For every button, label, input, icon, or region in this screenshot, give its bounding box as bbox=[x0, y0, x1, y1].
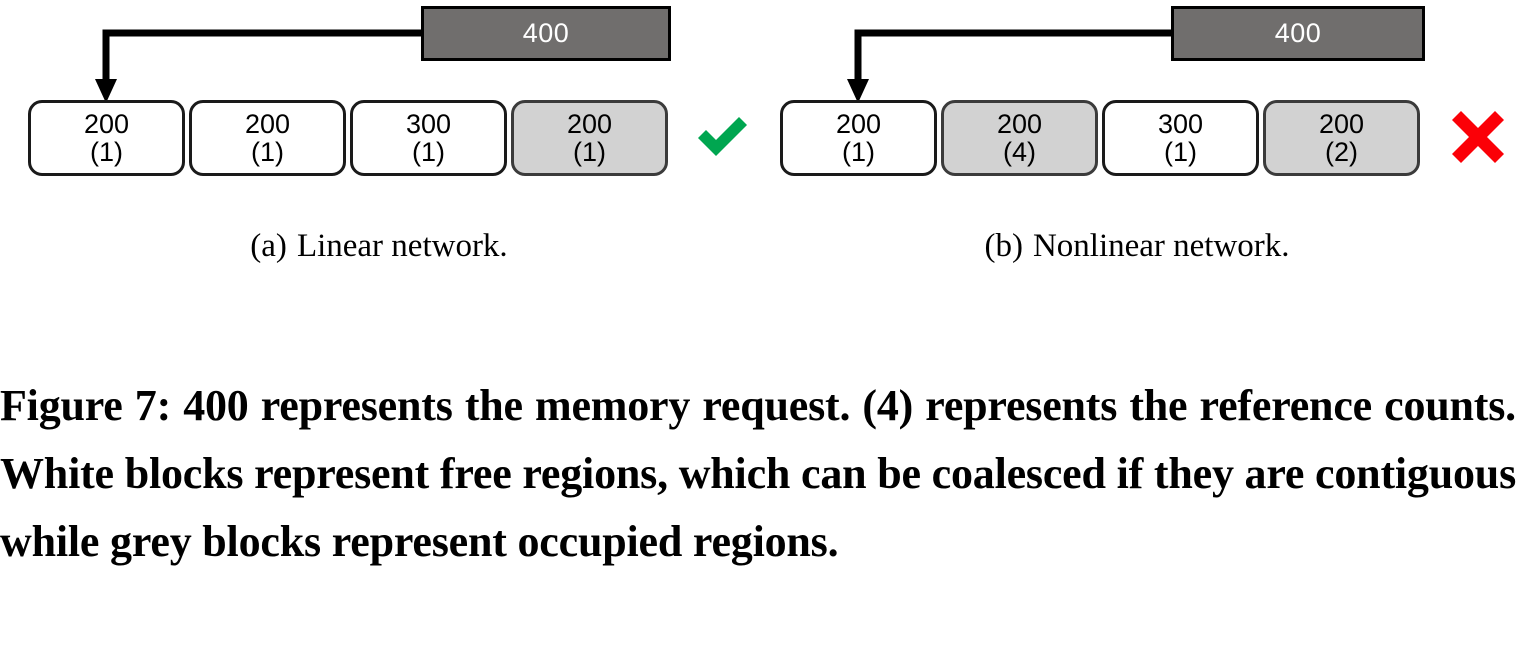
memory-block-refcount: (1) bbox=[412, 137, 445, 167]
memory-block[interactable]: 200 (1) bbox=[780, 100, 937, 176]
memory-block-size: 200 bbox=[1318, 108, 1365, 139]
figure-illustration: 400 200 (1) 200 (1) 300 (1) 200 (1) bbox=[0, 0, 1516, 290]
memory-block-refcount: (1) bbox=[842, 137, 875, 167]
memory-block-size: 200 bbox=[244, 108, 291, 139]
memory-block-size: 300 bbox=[405, 108, 452, 139]
subcaption-text: Nonlinear network. bbox=[1032, 228, 1290, 264]
memory-block-row: 200 (1) 200 (4) 300 (1) 200 (2) bbox=[780, 100, 1420, 176]
figure-caption: Figure 7: 400 represents the memory requ… bbox=[0, 381, 1516, 566]
memory-block-refcount: (1) bbox=[1164, 137, 1197, 167]
memory-block-row: 200 (1) 200 (1) 300 (1) 200 (1) bbox=[28, 100, 668, 176]
memory-request-box: 400 bbox=[1171, 6, 1425, 61]
memory-block-refcount: (1) bbox=[573, 137, 606, 167]
subcaption-text: Linear network. bbox=[296, 228, 508, 264]
memory-block[interactable]: 200 (2) bbox=[1263, 100, 1420, 176]
memory-block-size: 200 bbox=[996, 108, 1043, 139]
memory-block[interactable]: 300 (1) bbox=[1102, 100, 1259, 176]
memory-block-size: 200 bbox=[566, 108, 613, 139]
subcaption-tag: (a) bbox=[250, 228, 287, 264]
memory-block[interactable]: 300 (1) bbox=[350, 100, 507, 176]
memory-block-refcount: (4) bbox=[1003, 137, 1036, 167]
memory-request-label: 400 bbox=[522, 18, 570, 48]
memory-request-label: 400 bbox=[1274, 18, 1322, 48]
memory-block-refcount: (2) bbox=[1325, 137, 1358, 167]
memory-request-box: 400 bbox=[421, 6, 671, 61]
panel-nonlinear-network: 400 200 (1) 200 (4) 300 (1) 200 (2) bbox=[758, 0, 1516, 290]
cross-icon bbox=[1452, 111, 1504, 163]
checkmark-icon bbox=[698, 117, 747, 156]
memory-block-refcount: (1) bbox=[90, 137, 123, 167]
subcaption-tag: (b) bbox=[984, 228, 1023, 264]
memory-block-size: 200 bbox=[835, 108, 882, 139]
panel-linear-network: 400 200 (1) 200 (1) 300 (1) 200 (1) bbox=[0, 0, 758, 290]
memory-block[interactable]: 200 (1) bbox=[511, 100, 668, 176]
memory-block[interactable]: 200 (1) bbox=[28, 100, 185, 176]
memory-block[interactable]: 200 (1) bbox=[189, 100, 346, 176]
memory-block-size: 200 bbox=[83, 108, 130, 139]
memory-block-size: 300 bbox=[1157, 108, 1204, 139]
memory-block-refcount: (1) bbox=[251, 137, 284, 167]
subcaption-nonlinear: (b)Nonlinear network. bbox=[758, 228, 1516, 265]
subcaption-linear: (a)Linear network. bbox=[0, 228, 758, 265]
memory-block[interactable]: 200 (4) bbox=[941, 100, 1098, 176]
